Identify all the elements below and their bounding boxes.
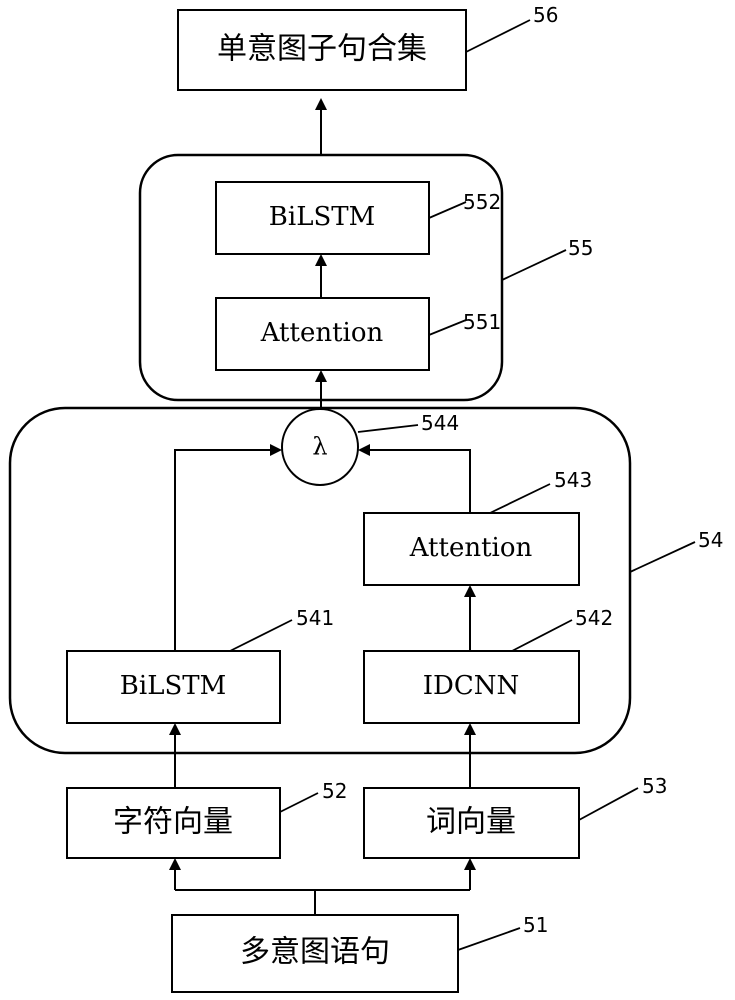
ref-551: 551	[463, 310, 501, 334]
ref-54: 54	[698, 528, 723, 552]
ref-53: 53	[642, 774, 667, 798]
input-label: 多意图语句	[240, 935, 390, 970]
leader-53	[578, 787, 639, 821]
leader-51	[457, 927, 521, 951]
arrow-bilstm-to-lambda	[174, 444, 282, 651]
word-vec-label: 词向量	[426, 805, 516, 840]
output-box	[177, 9, 467, 91]
attention-top-label: Attention	[260, 318, 384, 348]
bilstm-top-label: BiLSTM	[269, 202, 375, 232]
word-vec-box	[363, 787, 580, 859]
ref-542: 542	[575, 606, 613, 630]
idcnn-label: IDCNN	[423, 671, 520, 701]
attention-top-box	[215, 297, 430, 371]
leader-52	[279, 792, 319, 813]
lambda-label: λ	[312, 433, 327, 461]
ref-52: 52	[322, 779, 347, 803]
output-label: 单意图子句合集	[217, 32, 427, 67]
arrow-attention-to-lambda	[358, 444, 471, 513]
leader-54	[629, 541, 696, 573]
leader-541	[229, 619, 293, 652]
ref-544: 544	[421, 411, 459, 435]
leader-55	[501, 249, 567, 281]
leader-542	[511, 619, 573, 652]
ref-541: 541	[296, 606, 334, 630]
input-box	[171, 914, 459, 993]
ref-51: 51	[523, 913, 548, 937]
ref-55: 55	[568, 236, 593, 260]
bilstm-left-box	[66, 650, 281, 724]
leader-551	[428, 319, 467, 336]
attention-right-label: Attention	[409, 533, 533, 563]
leader-543	[489, 483, 551, 514]
leader-552	[428, 201, 467, 219]
bilstm-left-label: BiLSTM	[120, 671, 226, 701]
leader-544	[357, 424, 419, 433]
idcnn-box	[363, 650, 580, 724]
ref-543: 543	[554, 468, 592, 492]
char-vec-box	[66, 787, 281, 859]
leader-56	[465, 19, 531, 53]
ref-56: 56	[533, 3, 558, 27]
ref-552: 552	[463, 190, 501, 214]
char-vec-label: 字符向量	[113, 805, 233, 840]
